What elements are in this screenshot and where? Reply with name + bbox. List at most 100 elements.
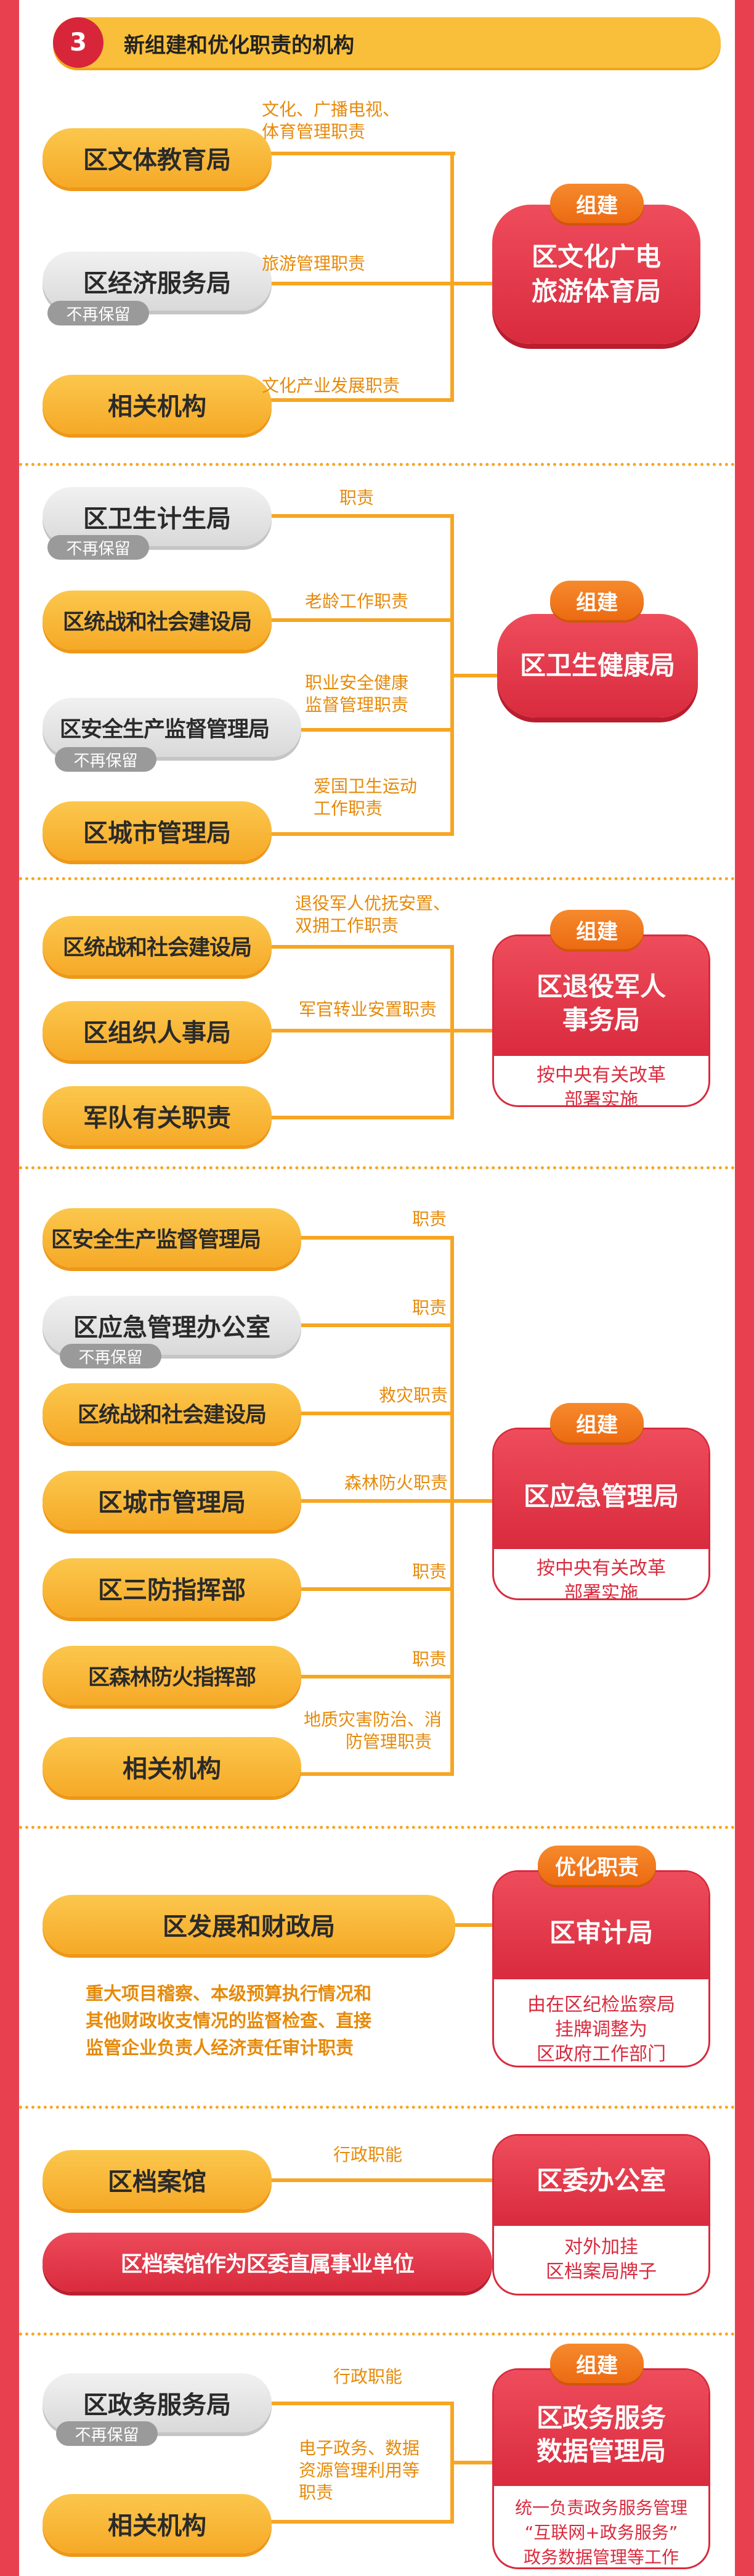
- s4-source-urban-management-bureau: 区城市管理局: [43, 1471, 301, 1530]
- s5-note-line3: 区政府工作部门: [537, 2043, 666, 2065]
- s1-target-line2: 旅游体育局: [531, 276, 661, 306]
- s6-target-note: 对外加挂 区档案局牌子: [494, 2226, 708, 2294]
- s4-note-line1: 按中央有关改革: [537, 1558, 666, 1579]
- s7-label-admin-functions: 行政职能: [333, 2366, 403, 2387]
- s1-label-sports-admin: 体育管理职责: [262, 121, 366, 142]
- s1-source-related-agencies: 相关机构: [43, 375, 272, 434]
- s4-source-work-safety-bureau: 区安全生产监督管理局: [43, 1208, 301, 1267]
- s1-badge-establish: 组建: [550, 184, 644, 223]
- s6-target-card: 区委办公室 对外加挂 区档案局牌子: [492, 2134, 710, 2296]
- s1-label-culture-industry: 文化产业发展职责: [262, 375, 400, 396]
- s2-target-health-bureau: 区卫生健康局: [497, 614, 698, 718]
- s6-target-committee-office: 区委办公室: [494, 2136, 708, 2226]
- s3-source-military-duties: 军队有关职责: [43, 1086, 272, 1145]
- s5-para-line2: 其他财政收支情况的监督检查、直接: [86, 2010, 372, 2031]
- s1-label-culture-broadcast: 文化、广播电视、: [262, 99, 400, 120]
- s5-target-note: 由在区纪检监察局 挂牌调整为 区政府工作部门: [494, 1979, 708, 2066]
- s3-target-note: 按中央有关改革 部署实施: [494, 1056, 708, 1107]
- divider: [19, 877, 735, 880]
- s6-label-admin-functions: 行政职能: [333, 2145, 403, 2165]
- s5-source-development-finance-bureau: 区发展和财政局: [43, 1895, 455, 1954]
- s3-label-veterans-1: 退役军人优抚安置、: [295, 893, 451, 914]
- s3-source-organization-personnel-bureau: 区组织人事局: [43, 1001, 272, 1060]
- s2-badge-establish: 组建: [550, 581, 644, 620]
- content-panel: 3 新组建和优化职责的机构 区文体教育局 区经济服务局 不再保留 相关机构 文化…: [19, 0, 735, 2576]
- s3-badge-establish: 组建: [550, 910, 644, 949]
- s4-label-geo-hazard-2: 防管理职责: [346, 1732, 432, 1752]
- divider: [19, 1166, 735, 1169]
- s1-label-tourism: 旅游管理职责: [262, 253, 366, 274]
- s7-label-egov-2: 资源管理利用等: [299, 2460, 420, 2480]
- section-title: 新组建和优化职责的机构: [124, 33, 354, 58]
- s5-badge-optimize: 优化职责: [538, 1846, 656, 1885]
- s7-note-line3: 政务数据管理等工作: [523, 2547, 679, 2567]
- s4-target-emergency-management-bureau: 区应急管理局: [494, 1429, 708, 1549]
- s3-target-line2: 事务局: [562, 1005, 640, 1035]
- s7-target-line2: 数据管理局: [536, 2436, 666, 2466]
- s4-label-duties-6: 职责: [412, 1649, 447, 1669]
- s2-label-duties: 职责: [339, 488, 375, 508]
- s4-badge-establish: 组建: [550, 1403, 644, 1442]
- s5-note-line2: 挂牌调整为: [555, 2019, 647, 2040]
- s2-abolished-tag-1: 不再保留: [47, 535, 149, 560]
- s4-target-card: 区应急管理局 按中央有关改革 部署实施: [492, 1428, 710, 1600]
- s4-source-united-front-social-bureau: 区统战和社会建设局: [43, 1383, 301, 1442]
- s7-badge-establish: 组建: [550, 2344, 644, 2383]
- s3-label-veterans-2: 双拥工作职责: [295, 915, 399, 936]
- s3-target-line1: 区退役军人: [536, 971, 666, 1002]
- s2-label-patriotic-health-1: 爱国卫生运动: [314, 776, 418, 796]
- s2-label-occupational-safety-1: 职业安全健康: [305, 673, 409, 693]
- s5-para-line3: 监管企业负责人经济责任审计职责: [86, 2037, 354, 2058]
- s7-note-line2: “互联网+政务服务”: [524, 2522, 678, 2543]
- s6-note-line1: 对外加挂: [564, 2236, 638, 2258]
- s3-source-united-front-social-bureau: 区统战和社会建设局: [43, 916, 272, 975]
- s6-source-archives-as-committee-unit: 区档案馆作为区委直属事业单位: [43, 2233, 492, 2292]
- s7-source-related-agencies: 相关机构: [43, 2494, 272, 2553]
- s1-abolished-tag: 不再保留: [47, 301, 149, 325]
- s4-source-forest-fire-hq: 区森林防火指挥部: [43, 1646, 301, 1705]
- s6-source-archives: 区档案馆: [43, 2150, 272, 2209]
- divider: [19, 463, 735, 466]
- s2-label-elderly-work: 老龄工作职责: [305, 591, 409, 611]
- s7-source-government-service-bureau: 区政务服务局: [43, 2373, 272, 2432]
- s5-target-card: 区审计局 由在区纪检监察局 挂牌调整为 区政府工作部门: [492, 1870, 710, 2067]
- divider: [19, 2333, 735, 2336]
- s6-note-line2: 区档案局牌子: [546, 2261, 657, 2283]
- s1-source-culture-sports-education-bureau: 区文体教育局: [43, 128, 272, 187]
- s2-source-urban-management-bureau: 区城市管理局: [43, 801, 272, 861]
- section-header-bar: [53, 17, 721, 68]
- s7-target-card: 区政务服务 数据管理局 统一负责政务服务管理 “互联网+政务服务” 政务数据管理…: [492, 2368, 710, 2569]
- s5-para-line1: 重大项目稽察、本级预算执行情况和: [86, 1983, 372, 2004]
- s3-target-card: 区退役军人 事务局 按中央有关改革 部署实施: [492, 934, 710, 1107]
- s4-abolished-tag: 不再保留: [60, 1344, 161, 1368]
- s4-label-duties-2: 职责: [412, 1298, 447, 1318]
- s7-target-line1: 区政务服务: [536, 2403, 666, 2433]
- section-number-badge: 3: [53, 17, 103, 68]
- s7-target-note: 统一负责政务服务管理 “互联网+政务服务” 政务数据管理等工作: [494, 2486, 708, 2567]
- s3-note-line2: 部署实施: [564, 1089, 638, 1107]
- s4-target-note: 按中央有关改革 部署实施: [494, 1549, 708, 1600]
- s1-target-culture-tourism-sports-bureau: 区文化广电 旅游体育局: [492, 205, 700, 344]
- s4-note-line2: 部署实施: [564, 1582, 638, 1600]
- s3-target-veterans-affairs-bureau: 区退役军人 事务局: [494, 936, 708, 1056]
- s7-target-gov-service-data-bureau: 区政务服务 数据管理局: [494, 2370, 708, 2486]
- s4-label-forest-fire: 森林防火职责: [344, 1473, 448, 1493]
- s4-source-related-agencies: 相关机构: [43, 1737, 301, 1796]
- s7-note-line1: 统一负责政务服务管理: [514, 2498, 687, 2518]
- s2-label-patriotic-health-2: 工作职责: [314, 798, 383, 819]
- s4-label-disaster-relief: 救灾职责: [379, 1385, 448, 1405]
- s2-label-occupational-safety-2: 监督管理职责: [305, 695, 409, 715]
- s4-label-geo-hazard-1: 地质灾害防治、消: [304, 1709, 442, 1730]
- s3-note-line1: 按中央有关改革: [537, 1065, 666, 1086]
- s1-target-line1: 区文化广电: [531, 242, 661, 272]
- s7-abolished-tag: 不再保留: [56, 2421, 158, 2446]
- s2-source-united-front-social-bureau: 区统战和社会建设局: [43, 591, 272, 650]
- s5-note-line1: 由在区纪检监察局: [527, 1994, 675, 2016]
- s3-label-officer-resettlement: 军官转业安置职责: [299, 999, 437, 1020]
- s7-label-egov-3: 职责: [299, 2482, 334, 2503]
- s4-source-flood-drought-typhoon-hq: 区三防指挥部: [43, 1558, 301, 1617]
- s7-label-egov-1: 电子政务、数据: [299, 2438, 420, 2458]
- divider: [19, 2106, 735, 2109]
- divider: [19, 1826, 735, 1829]
- s4-label-duties-1: 职责: [412, 1209, 447, 1229]
